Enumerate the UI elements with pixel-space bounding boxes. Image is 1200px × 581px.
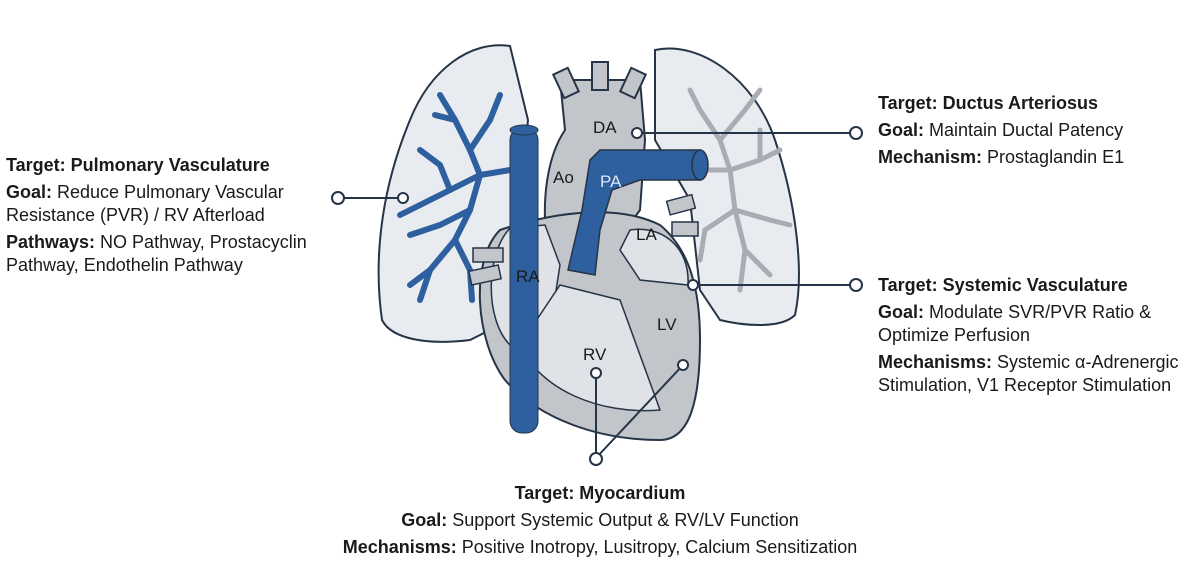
target-title: Target: Pulmonary Vasculature	[6, 155, 270, 175]
label-la: LA	[636, 225, 657, 244]
label-rv: RV	[583, 345, 607, 364]
pulmonary-veins	[467, 193, 699, 286]
right-lung	[654, 47, 800, 326]
right-pulmonary-branches	[687, 87, 793, 293]
connector-node-ductus-inner	[631, 127, 643, 139]
connector-node-systemic-inner	[687, 279, 699, 291]
target-mechanisms: Mechanisms: Systemic α-Adrenergic Stimul…	[878, 352, 1179, 395]
target-pulmonary-vasculature: Target: Pulmonary Vasculature Goal: Redu…	[6, 154, 336, 281]
connector-node-pulmonary-inner	[397, 192, 409, 204]
target-goal: Goal: Maintain Ductal Patency	[878, 120, 1124, 140]
connectors	[331, 126, 863, 466]
target-ductus-arteriosus: Target: Ductus Arteriosus Goal: Maintain…	[878, 92, 1178, 173]
connector-node-ductus-outer	[849, 126, 863, 140]
aortic-branches	[551, 61, 648, 100]
target-goal: Goal: Reduce Pulmonary Vascular Resistan…	[6, 182, 284, 225]
target-goal: Goal: Modulate SVR/PVR Ratio & Optimize …	[878, 302, 1152, 345]
left-atrium	[619, 228, 689, 286]
target-mechanism: Mechanism: Prostaglandin E1	[878, 147, 1125, 167]
connector-node-rv	[590, 367, 602, 379]
connector-node-systemic-outer	[849, 278, 863, 292]
connector-node-myocardium	[589, 452, 603, 466]
target-title: Target: Ductus Arteriosus	[878, 93, 1099, 113]
label-pa: PA	[600, 172, 622, 191]
label-ra: RA	[516, 267, 540, 286]
target-title: Target: Systemic Vasculature	[878, 275, 1128, 295]
connector-node-pulmonary-outer	[331, 191, 345, 205]
left-pulmonary-branches	[397, 92, 513, 303]
label-da: DA	[593, 118, 617, 137]
label-ao: Ao	[553, 168, 574, 187]
target-goal: Goal: Support Systemic Output & RV/LV Fu…	[401, 510, 799, 530]
label-lv: LV	[657, 315, 677, 334]
target-title: Target: Myocardium	[514, 483, 686, 503]
target-myocardium: Target: Myocardium Goal: Support Systemi…	[250, 482, 950, 563]
target-systemic-vasculature: Target: Systemic Vasculature Goal: Modul…	[878, 274, 1198, 401]
target-mechanisms: Mechanisms: Positive Inotropy, Lusitropy…	[342, 537, 858, 557]
connector-node-lv	[677, 359, 689, 371]
target-pathways: Pathways: NO Pathway, Prostacyclin Pathw…	[6, 232, 307, 275]
